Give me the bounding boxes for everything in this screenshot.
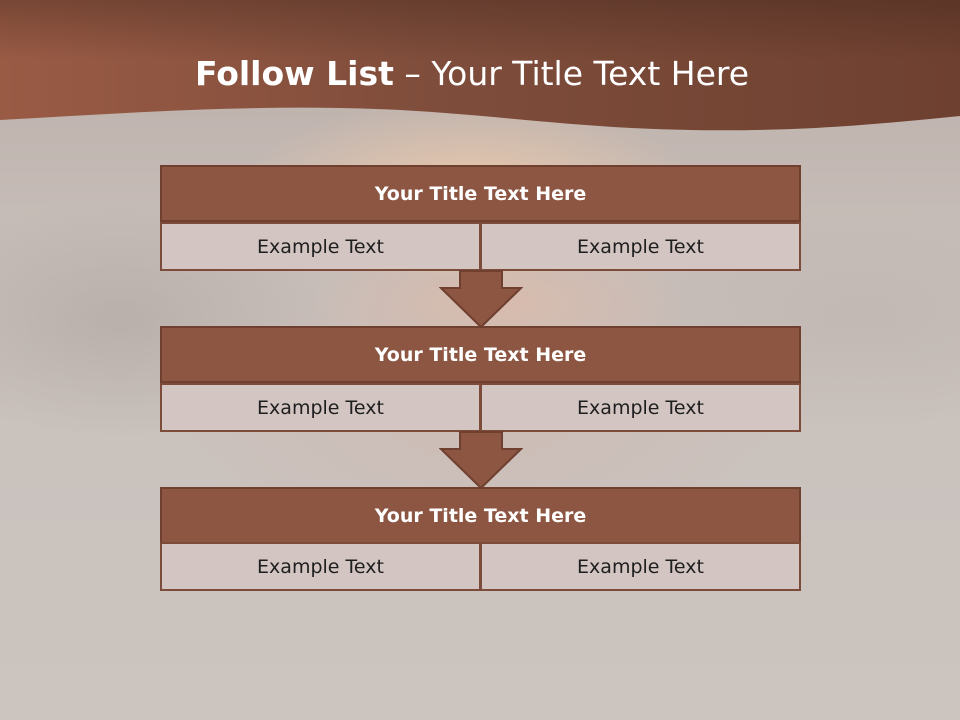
block-3-right-cell: Example Text — [480, 542, 801, 591]
block-2-left-cell: Example Text — [160, 383, 481, 432]
header-band — [0, 0, 960, 131]
block-1-right-cell: Example Text — [480, 222, 801, 271]
block-2-right-cell: Example Text — [480, 383, 801, 432]
slide-title-bold: Follow List — [194, 54, 394, 93]
slide-title: Follow List – Your Title Text Here — [0, 54, 944, 93]
slide-title-rest: – Your Title Text Here — [393, 54, 750, 93]
block-3-left-cell: Example Text — [160, 542, 481, 591]
block-3-title: Your Title Text Here — [160, 487, 801, 544]
down-arrow-icon — [439, 431, 523, 489]
down-arrow-icon — [439, 270, 523, 328]
block-1-left-cell: Example Text — [160, 222, 481, 271]
block-2-title: Your Title Text Here — [160, 326, 801, 383]
block-1-title: Your Title Text Here — [160, 165, 801, 222]
